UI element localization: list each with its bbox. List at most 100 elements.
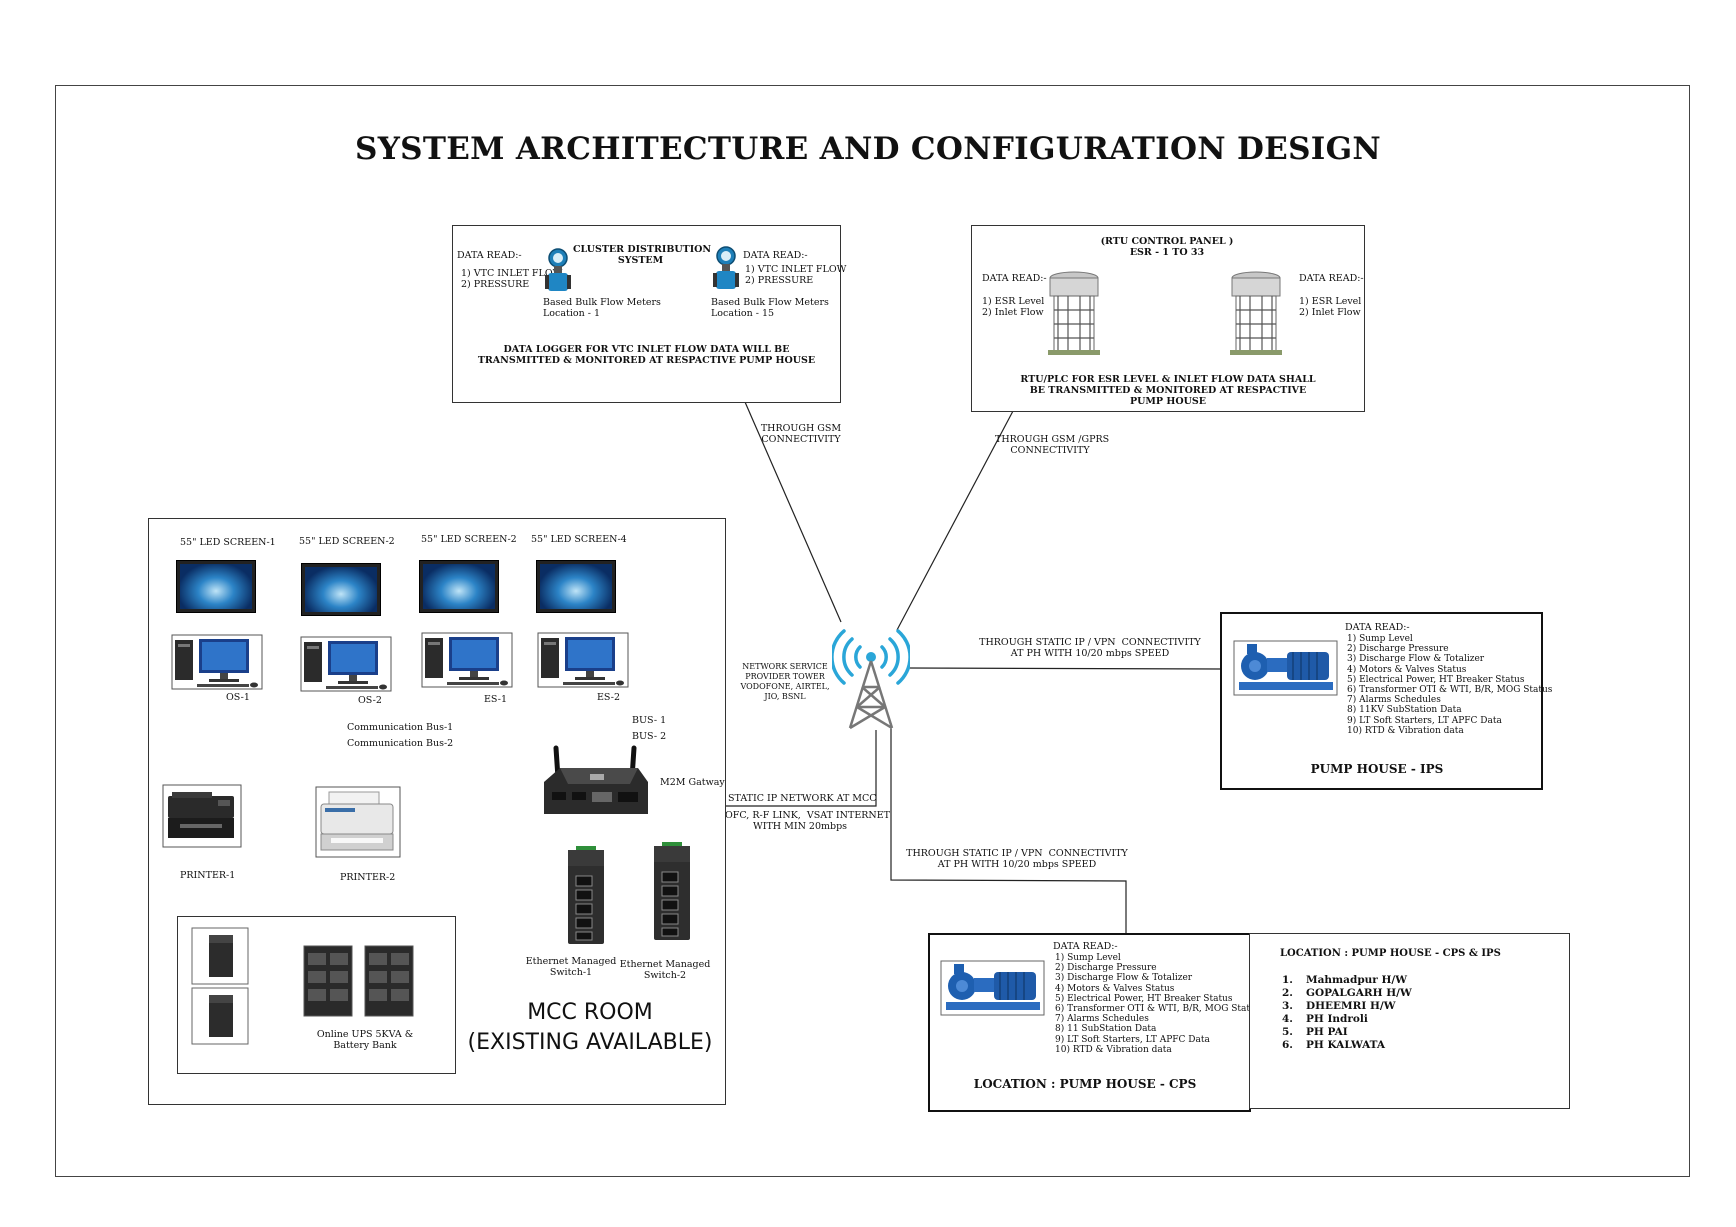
list-item: 3) Discharge Flow & Totalizer <box>1347 654 1485 665</box>
meter-left-caption: Based Bulk Flow Meters Location - 1 <box>543 297 661 319</box>
comm-bus-2-label: Communication Bus-2 <box>347 738 454 749</box>
list-item: 2.GOPALGARH H/W <box>1282 987 1412 999</box>
list-item: 10) RTD & Vibration data <box>1347 725 1464 736</box>
switch-1-label: Ethernet Managed Switch-1 <box>525 956 617 978</box>
bus-2-label: BUS- 2 <box>632 731 667 742</box>
ips-footer: PUMP HOUSE - IPS <box>1310 762 1444 776</box>
cluster-footer: DATA LOGGER FOR VTC INLET FLOW DATA WILL… <box>477 344 816 366</box>
list-item: 10) RTD & Vibration data <box>1055 1044 1172 1055</box>
water-tower-icon <box>1230 271 1282 355</box>
network-tower-icon <box>832 629 910 730</box>
ups-label: Online UPS 5KVA & Battery Bank <box>316 1029 414 1051</box>
ofc-link-label: OFC, R-F LINK, VSAT INTERNET WITH MIN 20… <box>725 810 890 832</box>
list-item: 9) LT Soft Starters, LT APFC Data <box>1055 1034 1210 1045</box>
list-item: 4.PH Indroli <box>1282 1013 1368 1025</box>
comm-bus-1-label: Communication Bus-1 <box>347 722 454 733</box>
list-item: 7) Alarms Schedules <box>1055 1014 1149 1025</box>
rtu-left-read-items: 1) ESR Level 2) Inlet Flow <box>982 296 1045 318</box>
ups-icon <box>191 987 249 1045</box>
list-item: 5) Electrical Power, HT Breaker Status <box>1347 674 1525 685</box>
led-screen-label-3: 55" LED SCREEN-2 <box>421 534 517 545</box>
ips-data-list: 1) Sump Level 2) Discharge Pressure 3) D… <box>1347 634 1552 736</box>
pump-icon <box>1233 640 1338 696</box>
water-tower-icon <box>1048 271 1100 355</box>
pump-icon <box>940 960 1045 1016</box>
computer-icon <box>421 632 513 688</box>
cps-read-label: DATA READ:- <box>1053 941 1118 952</box>
cps-footer: LOCATION : PUMP HOUSE - CPS <box>973 1077 1197 1091</box>
rtu-heading: (RTU CONTROL PANEL ) ESR - 1 TO 33 <box>1100 236 1234 258</box>
computer-icon <box>300 636 392 692</box>
led-screen-label-2: 55" LED SCREEN-2 <box>299 536 395 547</box>
list-item: 5) Electrical Power, HT Breaker Status <box>1055 993 1233 1004</box>
led-screen-icon <box>301 563 381 616</box>
pump-house-ips-box: DATA READ:- 1) Sump Level 2) Discharge P… <box>1220 612 1552 790</box>
rtu-right-read-items: 1) ESR Level 2) Inlet Flow <box>1299 296 1362 318</box>
outer-frame <box>55 85 1690 1177</box>
bus-1-label: BUS- 1 <box>632 715 667 726</box>
cluster-right-read-items: 1) VTC INLET FLOW 2) PRESSURE <box>745 264 847 286</box>
list-item: 8) 11 SubStation Data <box>1055 1024 1157 1035</box>
list-item: 3.DHEEMRI H/W <box>1282 1000 1396 1012</box>
list-item: 1) Sump Level <box>1055 953 1121 963</box>
led-screen-icon <box>536 560 616 613</box>
list-item: 1) Sump Level <box>1347 634 1413 644</box>
location-list: 1.Mahmadpur H/W 2.GOPALGARH H/W 3.DHEEMR… <box>1282 974 1412 1052</box>
gsm-link-label: THROUGH GSM CONNECTIVITY <box>760 423 842 445</box>
printer-2-label: PRINTER-2 <box>340 872 396 883</box>
ips-read-label: DATA READ:- <box>1345 622 1410 633</box>
list-item: 8) 11KV SubStation Data <box>1347 705 1462 716</box>
location-heading: LOCATION : PUMP HOUSE - CPS & IPS <box>1280 948 1501 959</box>
led-screen-icon <box>419 560 499 613</box>
printer-icon <box>315 786 401 858</box>
static-ip-cps-label: THROUGH STATIC IP / VPN CONNECTIVITY AT … <box>906 848 1128 870</box>
ethernet-switch-icon <box>654 842 690 940</box>
cluster-right-read-label: DATA READ:- <box>743 250 808 261</box>
pump-house-cps-box: DATA READ:- 1) Sump Level 2) Discharge P… <box>928 933 1260 1112</box>
rtu-control-panel-box: (RTU CONTROL PANEL ) ESR - 1 TO 33 DATA … <box>971 225 1365 412</box>
list-item: 2) Discharge Pressure <box>1347 644 1449 655</box>
cluster-left-read-label: DATA READ:- <box>457 250 522 261</box>
flow-meter-icon <box>713 246 739 289</box>
list-item: 6.PH KALWATA <box>1282 1039 1386 1051</box>
list-item: 4) Motors & Valves Status <box>1347 664 1467 675</box>
led-screen-icon <box>176 560 256 613</box>
static-ip-ips-label: THROUGH STATIC IP / VPN CONNECTIVITY AT … <box>979 637 1201 659</box>
list-item: 5.PH PAI <box>1282 1026 1348 1038</box>
list-item: 4) Motors & Valves Status <box>1055 983 1175 994</box>
list-item: 3) Discharge Flow & Totalizer <box>1055 973 1193 984</box>
location-box: LOCATION : PUMP HOUSE - CPS & IPS 1.Mahm… <box>1249 933 1570 1109</box>
gsm-gprs-link-label: THROUGH GSM /GPRS CONNECTIVITY <box>995 434 1110 456</box>
led-screen-label-4: 55" LED SCREEN-4 <box>531 534 627 545</box>
ethernet-switch-icon <box>568 846 604 944</box>
ups-icon <box>191 927 249 985</box>
station-label-es2: ES-2 <box>597 692 621 703</box>
static-ip-mcc-label: STATIC IP NETWORK AT MCC <box>728 793 877 804</box>
station-label-os1: OS-1 <box>226 692 250 703</box>
cluster-heading: CLUSTER DISTRIBUTION SYSTEM <box>573 244 712 266</box>
list-item: 6) Transformer OTI & WTI, B/R, MOG Statu… <box>1055 1004 1261 1015</box>
mcc-room-label: MCC ROOM (EXISTING AVAILABLE) <box>467 1000 713 1055</box>
switch-2-label: Ethernet Managed Switch-2 <box>619 959 711 981</box>
computer-icon <box>537 632 629 688</box>
list-item: 6) Transformer OTI & WTI, B/R, MOG Statu… <box>1347 685 1553 696</box>
cps-data-list: 1) Sump Level 2) Discharge Pressure 3) D… <box>1055 953 1260 1055</box>
list-item: 1.Mahmadpur H/W <box>1282 974 1408 986</box>
tower-label: NETWORK SERVICE PROVIDER TOWER VODOFONE,… <box>740 662 830 701</box>
m2m-gateway-label: M2M Gatway <box>660 777 725 788</box>
rtu-footer: RTU/PLC FOR ESR LEVEL & INLET FLOW DATA … <box>1020 374 1316 407</box>
list-item: 9) LT Soft Starters, LT APFC Data <box>1347 715 1502 726</box>
page-title: SYSTEM ARCHITECTURE AND CONFIGURATION DE… <box>355 131 1381 167</box>
cluster-distribution-box: DATA READ:- 1) VTC INLET FLOW 2) PRESSUR… <box>452 225 846 403</box>
printer-1-label: PRINTER-1 <box>180 870 236 881</box>
list-item: 2) Discharge Pressure <box>1055 963 1157 974</box>
computer-icon <box>171 634 263 690</box>
battery-bank-icon <box>303 945 414 1017</box>
led-screen-label-1: 55" LED SCREEN-1 <box>180 537 276 548</box>
flow-meter-icon <box>545 248 571 291</box>
m2m-gateway-icon <box>544 745 648 814</box>
station-label-es1: ES-1 <box>484 694 508 705</box>
printer-icon <box>162 784 242 848</box>
rtu-left-read-label: DATA READ:- <box>982 273 1047 284</box>
rtu-right-read-label: DATA READ:- <box>1299 273 1364 284</box>
